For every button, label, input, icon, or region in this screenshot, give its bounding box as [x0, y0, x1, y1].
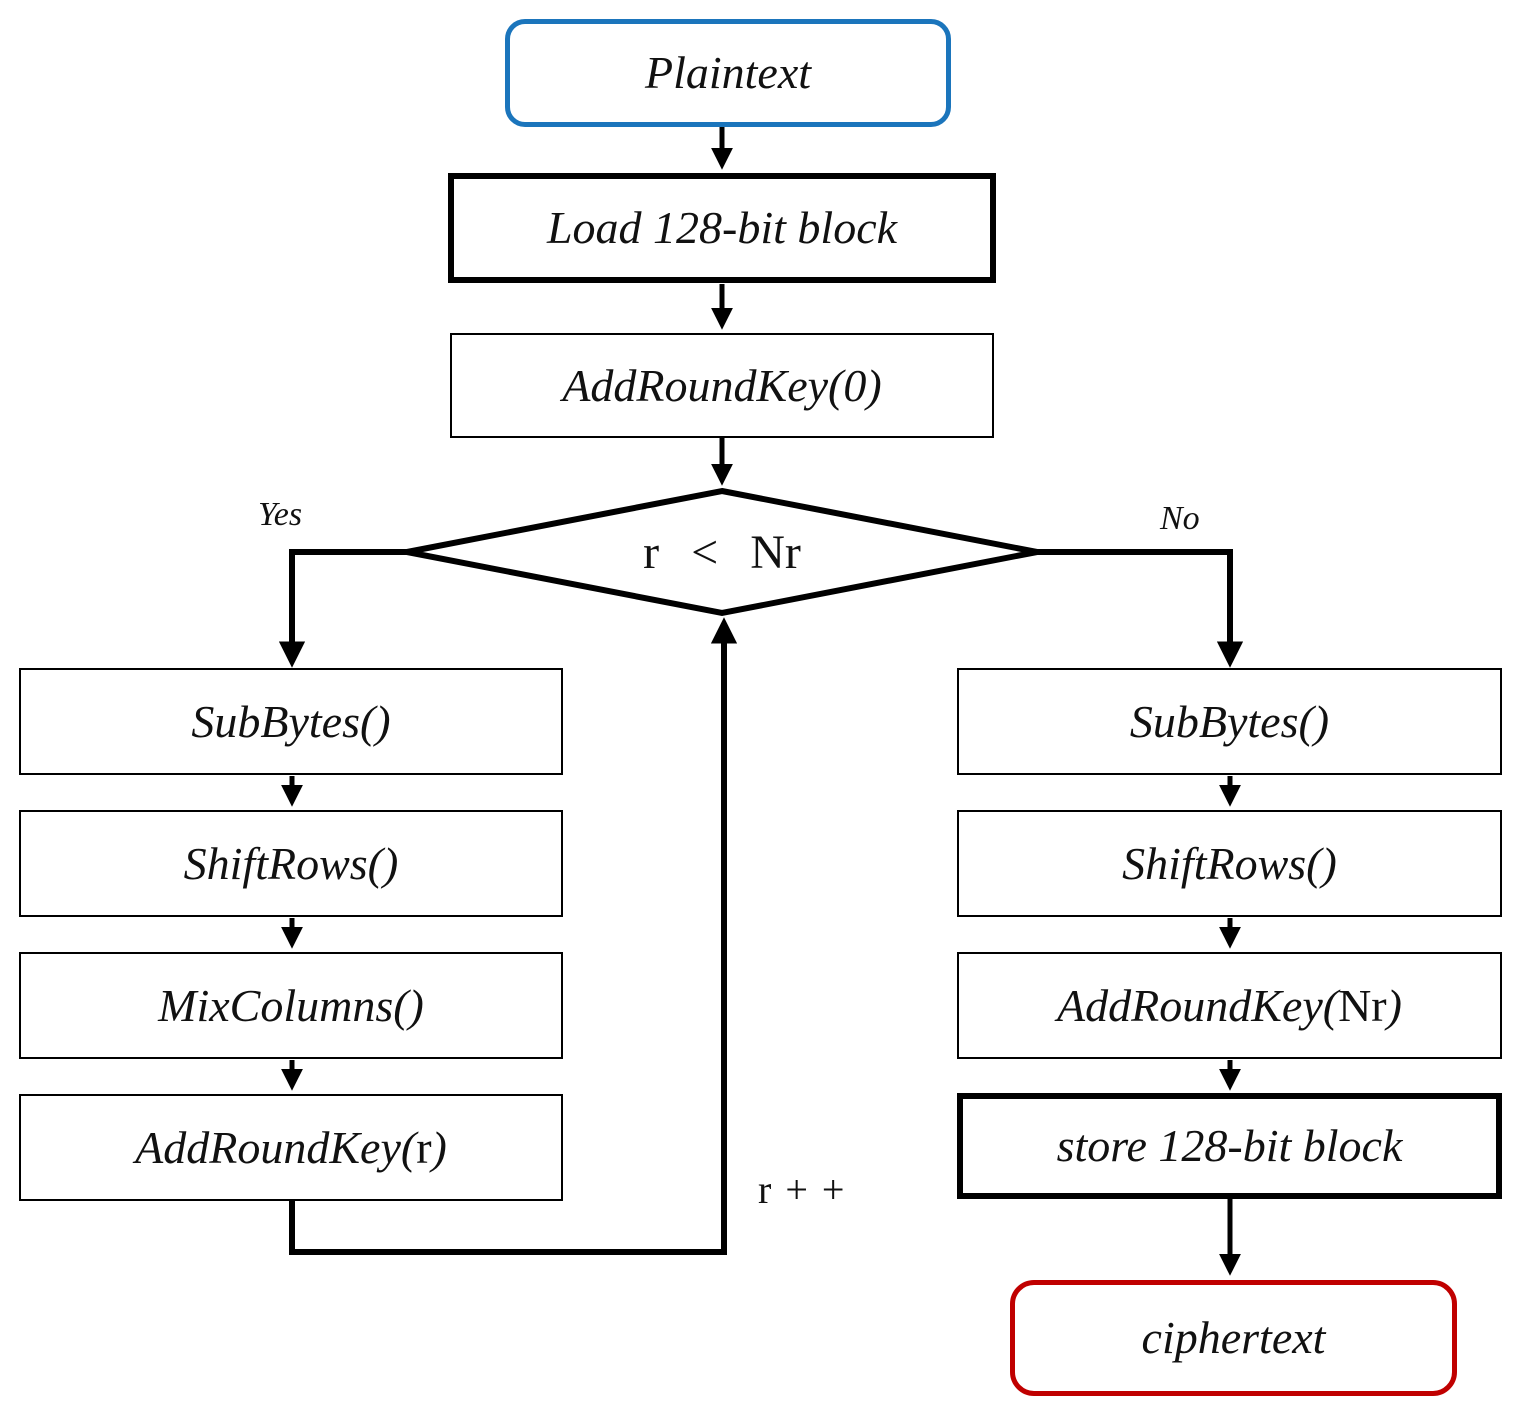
- node-right-shift-rows-label: ShiftRows(): [1122, 837, 1337, 889]
- node-left-shift-rows: ShiftRows(): [19, 810, 563, 917]
- edge-decision-yes: [278, 549, 407, 668]
- decision-condition: r < Nr: [572, 527, 872, 579]
- node-left-sub-bytes-label: SubBytes(): [191, 695, 391, 747]
- decision-condition-label: r < Nr: [643, 526, 801, 579]
- no-label: No: [1160, 500, 1200, 537]
- node-mix-columns: MixColumns(): [19, 952, 563, 1059]
- node-load-block-label: Load 128-bit block: [546, 202, 898, 253]
- node-add-round-key-nr: AddRoundKey(Nr ): [957, 952, 1502, 1059]
- node-right-shift-rows: ShiftRows(): [957, 810, 1502, 917]
- node-ciphertext: ciphertext: [1010, 1280, 1457, 1396]
- node-left-shift-rows-label: ShiftRows(): [183, 837, 399, 889]
- node-left-sub-bytes: SubBytes(): [19, 668, 563, 775]
- node-add-round-key-r: AddRoundKey(r ): [19, 1094, 563, 1201]
- node-add-round-key-r-arg: r: [416, 1121, 432, 1173]
- node-add-round-key-0: AddRoundKey(0): [450, 333, 994, 438]
- node-add-round-key-r-prefix: AddRoundKey(: [135, 1121, 417, 1173]
- node-ciphertext-label: ciphertext: [1141, 1312, 1326, 1363]
- node-add-round-key-nr-arg: Nr: [1338, 979, 1387, 1031]
- node-add-round-key-r-suffix: ): [431, 1121, 447, 1173]
- yes-label: Yes: [258, 496, 303, 533]
- node-plaintext: Plaintext: [505, 19, 951, 127]
- edge-label-no: No: [1160, 502, 1200, 536]
- node-store-block: store 128-bit block: [957, 1093, 1502, 1199]
- edge-label-increment: r + +: [758, 1170, 846, 1210]
- node-load-block: Load 128-bit block: [448, 173, 996, 283]
- node-right-sub-bytes: SubBytes(): [957, 668, 1502, 775]
- node-add-round-key-nr-suffix: ): [1386, 979, 1402, 1031]
- edge-label-yes: Yes: [258, 498, 302, 532]
- node-plaintext-label: Plaintext: [644, 47, 812, 98]
- edge-decision-no: [1037, 549, 1244, 668]
- node-add-round-key-nr-prefix: AddRoundKey(: [1057, 979, 1339, 1031]
- edge-loop-back: [289, 617, 738, 1255]
- node-store-block-label: store 128-bit block: [1056, 1120, 1403, 1171]
- node-add-round-key-0-label: AddRoundKey(0): [562, 359, 882, 411]
- decision-diamond-shape: [406, 487, 1038, 617]
- node-mix-columns-label: MixColumns(): [158, 979, 424, 1031]
- increment-label: r + +: [758, 1167, 847, 1212]
- node-right-sub-bytes-label: SubBytes(): [1129, 695, 1330, 747]
